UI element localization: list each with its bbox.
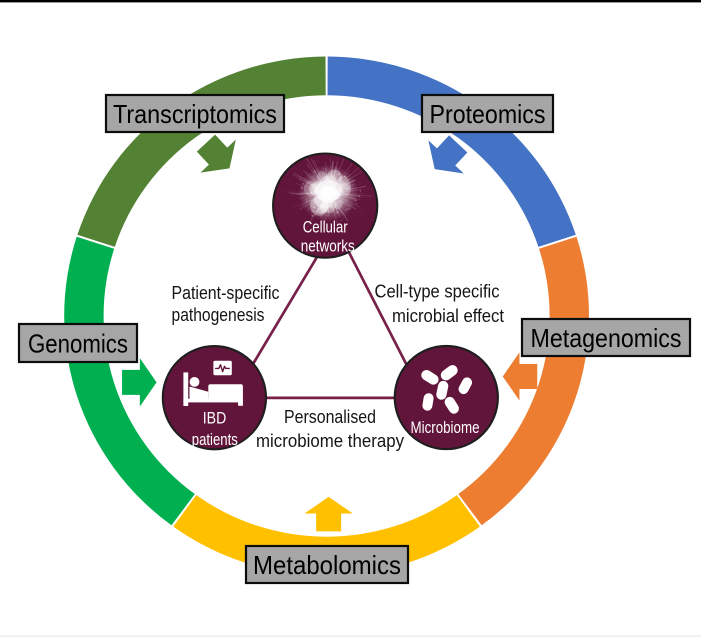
svg-text:Metagenomics: Metagenomics — [531, 323, 682, 353]
svg-text:Proteomics: Proteomics — [430, 99, 546, 129]
svg-text:networks: networks — [301, 237, 355, 256]
svg-text:microbiome therapy: microbiome therapy — [256, 430, 405, 451]
svg-text:Patient-specific: Patient-specific — [172, 282, 280, 303]
svg-text:Transcriptomics: Transcriptomics — [113, 99, 277, 129]
svg-text:patients: patients — [192, 430, 238, 449]
svg-text:Cell-type specific: Cell-type specific — [375, 281, 500, 302]
svg-text:microbial effect: microbial effect — [392, 305, 504, 326]
svg-text:Cellular: Cellular — [303, 218, 348, 237]
svg-text:Genomics: Genomics — [28, 329, 128, 359]
svg-text:pathogenesis: pathogenesis — [172, 304, 265, 325]
svg-text:Personalised: Personalised — [284, 406, 376, 427]
svg-text:Microbiome: Microbiome — [411, 418, 480, 437]
svg-text:IBD: IBD — [203, 409, 227, 428]
svg-text:Metabolomics: Metabolomics — [253, 550, 401, 580]
